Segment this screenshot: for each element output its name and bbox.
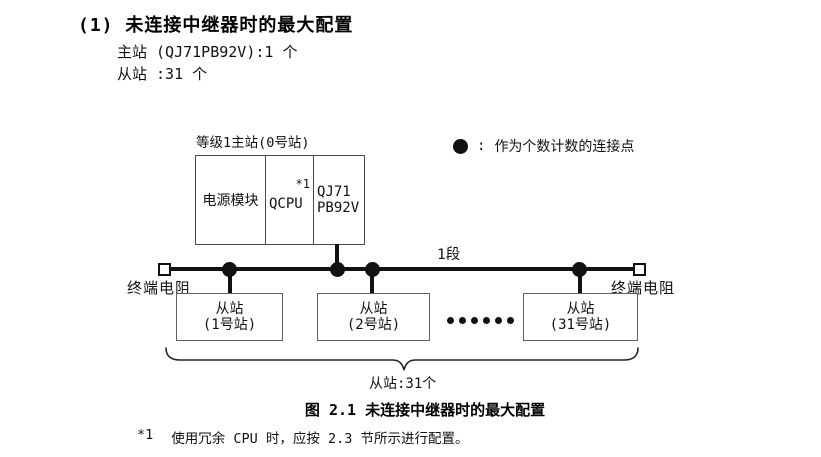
legend-separator: : — [477, 138, 486, 154]
legend-text: 作为个数计数的连接点 — [494, 139, 635, 155]
ellipsis-dot-icon — [483, 317, 490, 324]
legend: : 作为个数计数的连接点 — [453, 136, 634, 156]
ellipsis-dot-icon — [447, 317, 454, 324]
slave1-number: (1号站) — [202, 317, 257, 333]
brace — [165, 347, 639, 371]
section-heading: (1) 未连接中继器时的最大配置 — [78, 15, 354, 36]
ellipsis-dots — [447, 317, 514, 324]
master-station-box: 电源模块 *1 QCPU QJ71 PB92V — [195, 155, 365, 245]
pb92v-line1: QJ71 — [317, 184, 351, 200]
figure-caption: 图 2.1 未连接中继器时的最大配置 — [304, 401, 546, 419]
terminator-label-right: 终端电阻 — [611, 279, 676, 297]
master-drop-line — [335, 244, 339, 269]
ellipsis-dot-icon — [507, 317, 514, 324]
slave2-number: (2号站) — [346, 317, 401, 333]
footnote: *1 使用冗余 CPU 时，应按 2.3 节所示进行配置。 — [137, 427, 469, 447]
connection-point-icon — [453, 138, 468, 154]
bus-line — [163, 267, 646, 271]
footnote-ref-marker: *1 — [295, 177, 310, 191]
slave-station-box-31: 从站 (31号站) — [523, 293, 638, 341]
brace-label: 从站:31个 — [369, 376, 437, 392]
connection-point-icon — [365, 261, 380, 277]
ellipsis-dot-icon — [495, 317, 502, 324]
slave-station-box-2: 从站 (2号站) — [317, 293, 430, 341]
connection-point-icon — [572, 261, 587, 277]
ellipsis-dot-icon — [471, 317, 478, 324]
terminating-resistor-icon — [158, 263, 171, 276]
qcpu-cell: *1 QCPU — [266, 156, 314, 244]
terminating-resistor-icon — [633, 263, 646, 276]
master-station-label: 等级1主站(0号站) — [196, 135, 310, 151]
terminator-label-left: 终端电阻 — [127, 279, 192, 297]
ellipsis-dot-icon — [459, 317, 466, 324]
power-module-cell: 电源模块 — [196, 156, 266, 244]
pb92v-cell: QJ71 PB92V — [314, 156, 364, 244]
pb92v-line2: PB92V — [317, 200, 360, 216]
footnote-marker: *1 — [137, 427, 154, 443]
connection-point-icon — [330, 261, 345, 277]
slave2-title: 从站 — [359, 300, 388, 317]
qcpu-label: QCPU — [269, 196, 303, 212]
footnote-text: 使用冗余 CPU 时，应按 2.3 节所示进行配置。 — [171, 431, 469, 447]
slave31-number: (31号站) — [549, 317, 612, 333]
connection-point-icon — [222, 261, 237, 277]
slave31-drop-line — [578, 269, 582, 295]
spec-master-count: 主站 (QJ71PB92V):1 个 — [117, 43, 298, 61]
segment-label: 1段 — [437, 247, 461, 263]
slave2-drop-line — [370, 269, 374, 295]
slave1-title: 从站 — [215, 300, 244, 317]
slave-station-box-1: 从站 (1号站) — [176, 293, 283, 341]
spec-slave-count: 从站 :31 个 — [117, 65, 208, 83]
slave31-title: 从站 — [566, 300, 595, 317]
slave1-drop-line — [228, 269, 232, 295]
